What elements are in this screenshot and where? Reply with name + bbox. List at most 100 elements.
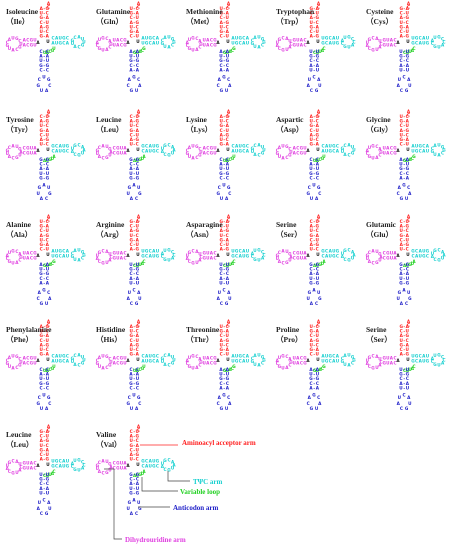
acceptor-base: U (399, 132, 403, 137)
anticodon-loop-base: C (38, 77, 41, 82)
acceptor-base: U (399, 228, 403, 233)
acceptor-base: G (225, 228, 229, 233)
bond: - (43, 67, 45, 72)
d-loop-base: U (108, 153, 112, 158)
anticodon-loop-base: C (400, 406, 403, 411)
anticodon-base: G (136, 472, 140, 477)
d-loop-base: G (276, 253, 280, 258)
acceptor-base: U (405, 123, 409, 128)
bond: - (43, 457, 45, 462)
t-loop-base: A (73, 362, 77, 367)
anticodon-loop-base: G (405, 88, 409, 93)
d-arm-base: A (113, 361, 117, 366)
t-arm-base: C (415, 249, 418, 254)
bond: - (133, 352, 135, 357)
variable-loop-base: G (223, 368, 227, 373)
t-arm-base: G (336, 41, 340, 46)
d-loop-base: A (378, 45, 382, 50)
acceptor-base: U (225, 242, 229, 247)
d-arm-base: C (390, 146, 393, 151)
variable-loop-base: A (138, 49, 142, 54)
t-arm-base: G (426, 359, 430, 364)
anticodon-base: U (406, 67, 410, 72)
acceptor-base: A (400, 34, 404, 39)
t-loop-base: G (167, 152, 171, 157)
variable-loop-base: A (48, 262, 52, 267)
d-arm-base: G (300, 146, 304, 151)
acceptor-base: A (317, 1, 321, 6)
d-arm-base: A (386, 146, 390, 151)
anticodon-loop-base: U (126, 191, 130, 196)
d-loop-base: U (96, 466, 100, 471)
acceptor-base: C (316, 119, 319, 124)
t-arm-base: G (58, 249, 62, 254)
anticodon-base: U (129, 171, 133, 176)
variable-loop-base: G (138, 157, 142, 162)
acceptor-base: U (309, 247, 313, 252)
variable-loop-base: C (49, 367, 52, 372)
t-loop-base: U (437, 362, 441, 367)
t-arm-base: C (145, 254, 148, 259)
acceptor-base: U (135, 447, 139, 452)
d-arm-base: U (300, 256, 304, 261)
junction-base: A (306, 40, 310, 45)
t-arm-base: G (58, 359, 62, 364)
t-loop-base: C (261, 361, 264, 366)
variable-loop-base: U (51, 156, 55, 161)
amino-acid-name: Aspartic (276, 115, 304, 124)
bond: - (43, 219, 45, 224)
variable-loop-base: A (412, 259, 416, 264)
anticodon-loop-base: G (36, 401, 40, 406)
bond: - (133, 267, 135, 272)
anticodon-base: C (399, 58, 402, 63)
acceptor-base: C (136, 24, 139, 29)
t-loop-base: A (167, 44, 171, 49)
anticodon-base: G (219, 267, 223, 272)
d-loop-base: G (281, 47, 285, 52)
t-arm-base: G (235, 359, 239, 364)
d-arm-base: C (23, 146, 26, 151)
t-arm-base: A (156, 36, 160, 41)
bond: - (133, 15, 135, 20)
bond: - (223, 333, 225, 338)
bond: - (133, 247, 135, 252)
bond: - (223, 29, 225, 34)
acceptor-base: C (310, 128, 313, 133)
junction-base: U (406, 147, 410, 152)
anticodon-base: U (226, 54, 230, 59)
t-loop-base: A (433, 143, 437, 148)
bond: - (133, 162, 135, 167)
bond: - (133, 347, 135, 352)
acceptor-base: A (46, 333, 50, 338)
d-arm-base: G (300, 151, 304, 156)
d-loop-base: G (288, 251, 292, 256)
bond: - (313, 372, 315, 377)
anticodon-base: A (226, 67, 230, 72)
anticodon-loop-base: U (306, 296, 310, 301)
acceptor-base: C (220, 242, 223, 247)
acceptor-base: C (316, 342, 319, 347)
d-loop-base: C (6, 358, 9, 363)
t-loop-base: U (73, 458, 77, 463)
legend-label-variable: Variable loop (180, 488, 220, 496)
bond: - (133, 6, 135, 11)
bond: - (403, 381, 405, 386)
anticodon-base: A (226, 385, 230, 390)
anticodon-loop-base: A (312, 288, 316, 293)
bond: - (403, 29, 405, 34)
d-loop-base: C (379, 360, 382, 365)
acceptor-base: C (46, 443, 49, 448)
anticodon-loop-base: C (40, 511, 43, 516)
acceptor-base: U (315, 237, 319, 242)
amino-acid-name: Tyrosine (6, 115, 34, 124)
bond: - (223, 24, 225, 29)
bond: - (43, 15, 45, 20)
anticodon-base: G (406, 54, 410, 59)
t-loop-base: C (441, 151, 444, 156)
t-arm-base: U (152, 144, 156, 149)
amino-acid-name: Isoleucine (6, 7, 39, 16)
d-arm-base: A (33, 146, 37, 151)
amino-acid-abbreviation: （Thr） (186, 334, 214, 344)
t-arm-base: C (66, 149, 69, 154)
